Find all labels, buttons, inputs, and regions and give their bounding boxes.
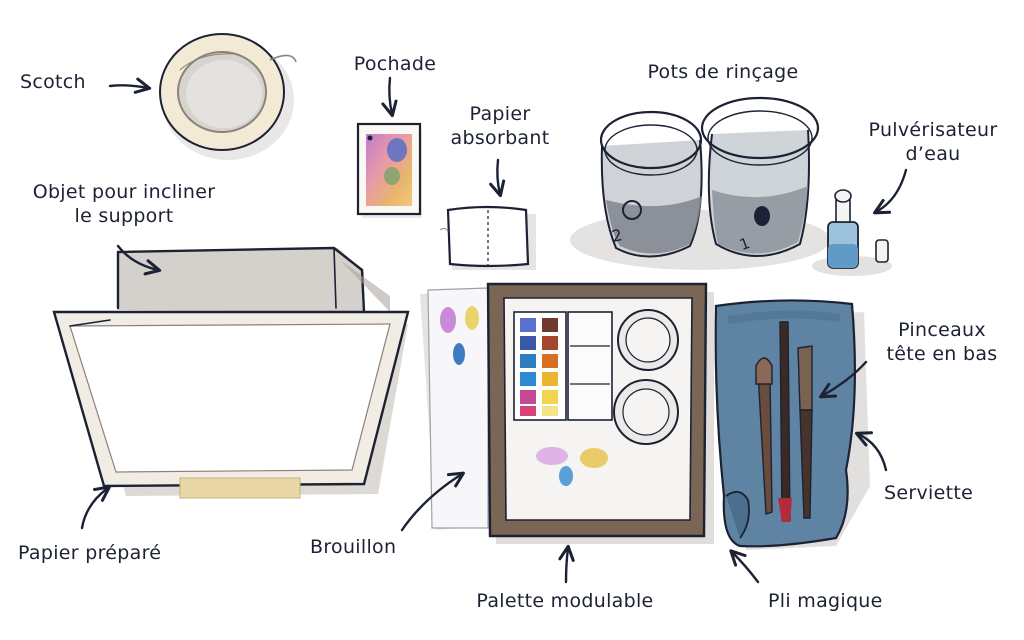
label-brouillon: Brouillon [310,536,397,558]
label-scotch: Scotch [20,71,86,93]
tape-roll-icon [159,33,297,160]
label-pulverisateur: Pulvérisateur d’eau [850,118,1016,166]
label-papier-absorbant-line1: Papier [469,103,531,125]
label-serviette: Serviette [884,482,974,504]
label-pli-magique: Pli magique [768,590,883,612]
draft-paper-icon [420,287,489,530]
label-objet-incliner: Objet pour incliner le support [8,180,240,228]
towel-icon [714,299,870,550]
label-pochade: Pochade [353,53,437,75]
tilt-block-icon [116,246,390,314]
label-pinceaux-line2: tête en bas [886,343,998,365]
water-sprayer-icon [812,189,892,276]
prepared-paper-board-icon [52,310,410,499]
label-pinceaux-line1: Pinceaux [898,319,986,341]
pochade-sketch-icon [356,122,422,218]
label-papier-prepare: Papier préparé [18,542,162,564]
paper-towel-icon [439,205,536,270]
annotation-arrows [80,76,908,584]
label-pots-rincage: Pots de rinçage [647,61,799,83]
label-pinceaux: Pinceaux tête en bas [866,318,1018,366]
palette-box-icon [486,282,714,544]
brushes-icon [755,321,813,522]
label-papier-absorbant-line2: absorbant [450,127,550,149]
label-pulverisateur-line2: d’eau [905,143,961,165]
label-objet-incliner-line1: Objet pour incliner [32,181,216,203]
label-objet-incliner-line2: le support [74,205,174,227]
label-papier-absorbant: Papier absorbant [440,102,560,150]
label-palette: Palette modulable [476,590,654,612]
label-pulverisateur-line1: Pulvérisateur [868,119,998,141]
rinse-jars-icon [570,96,830,270]
